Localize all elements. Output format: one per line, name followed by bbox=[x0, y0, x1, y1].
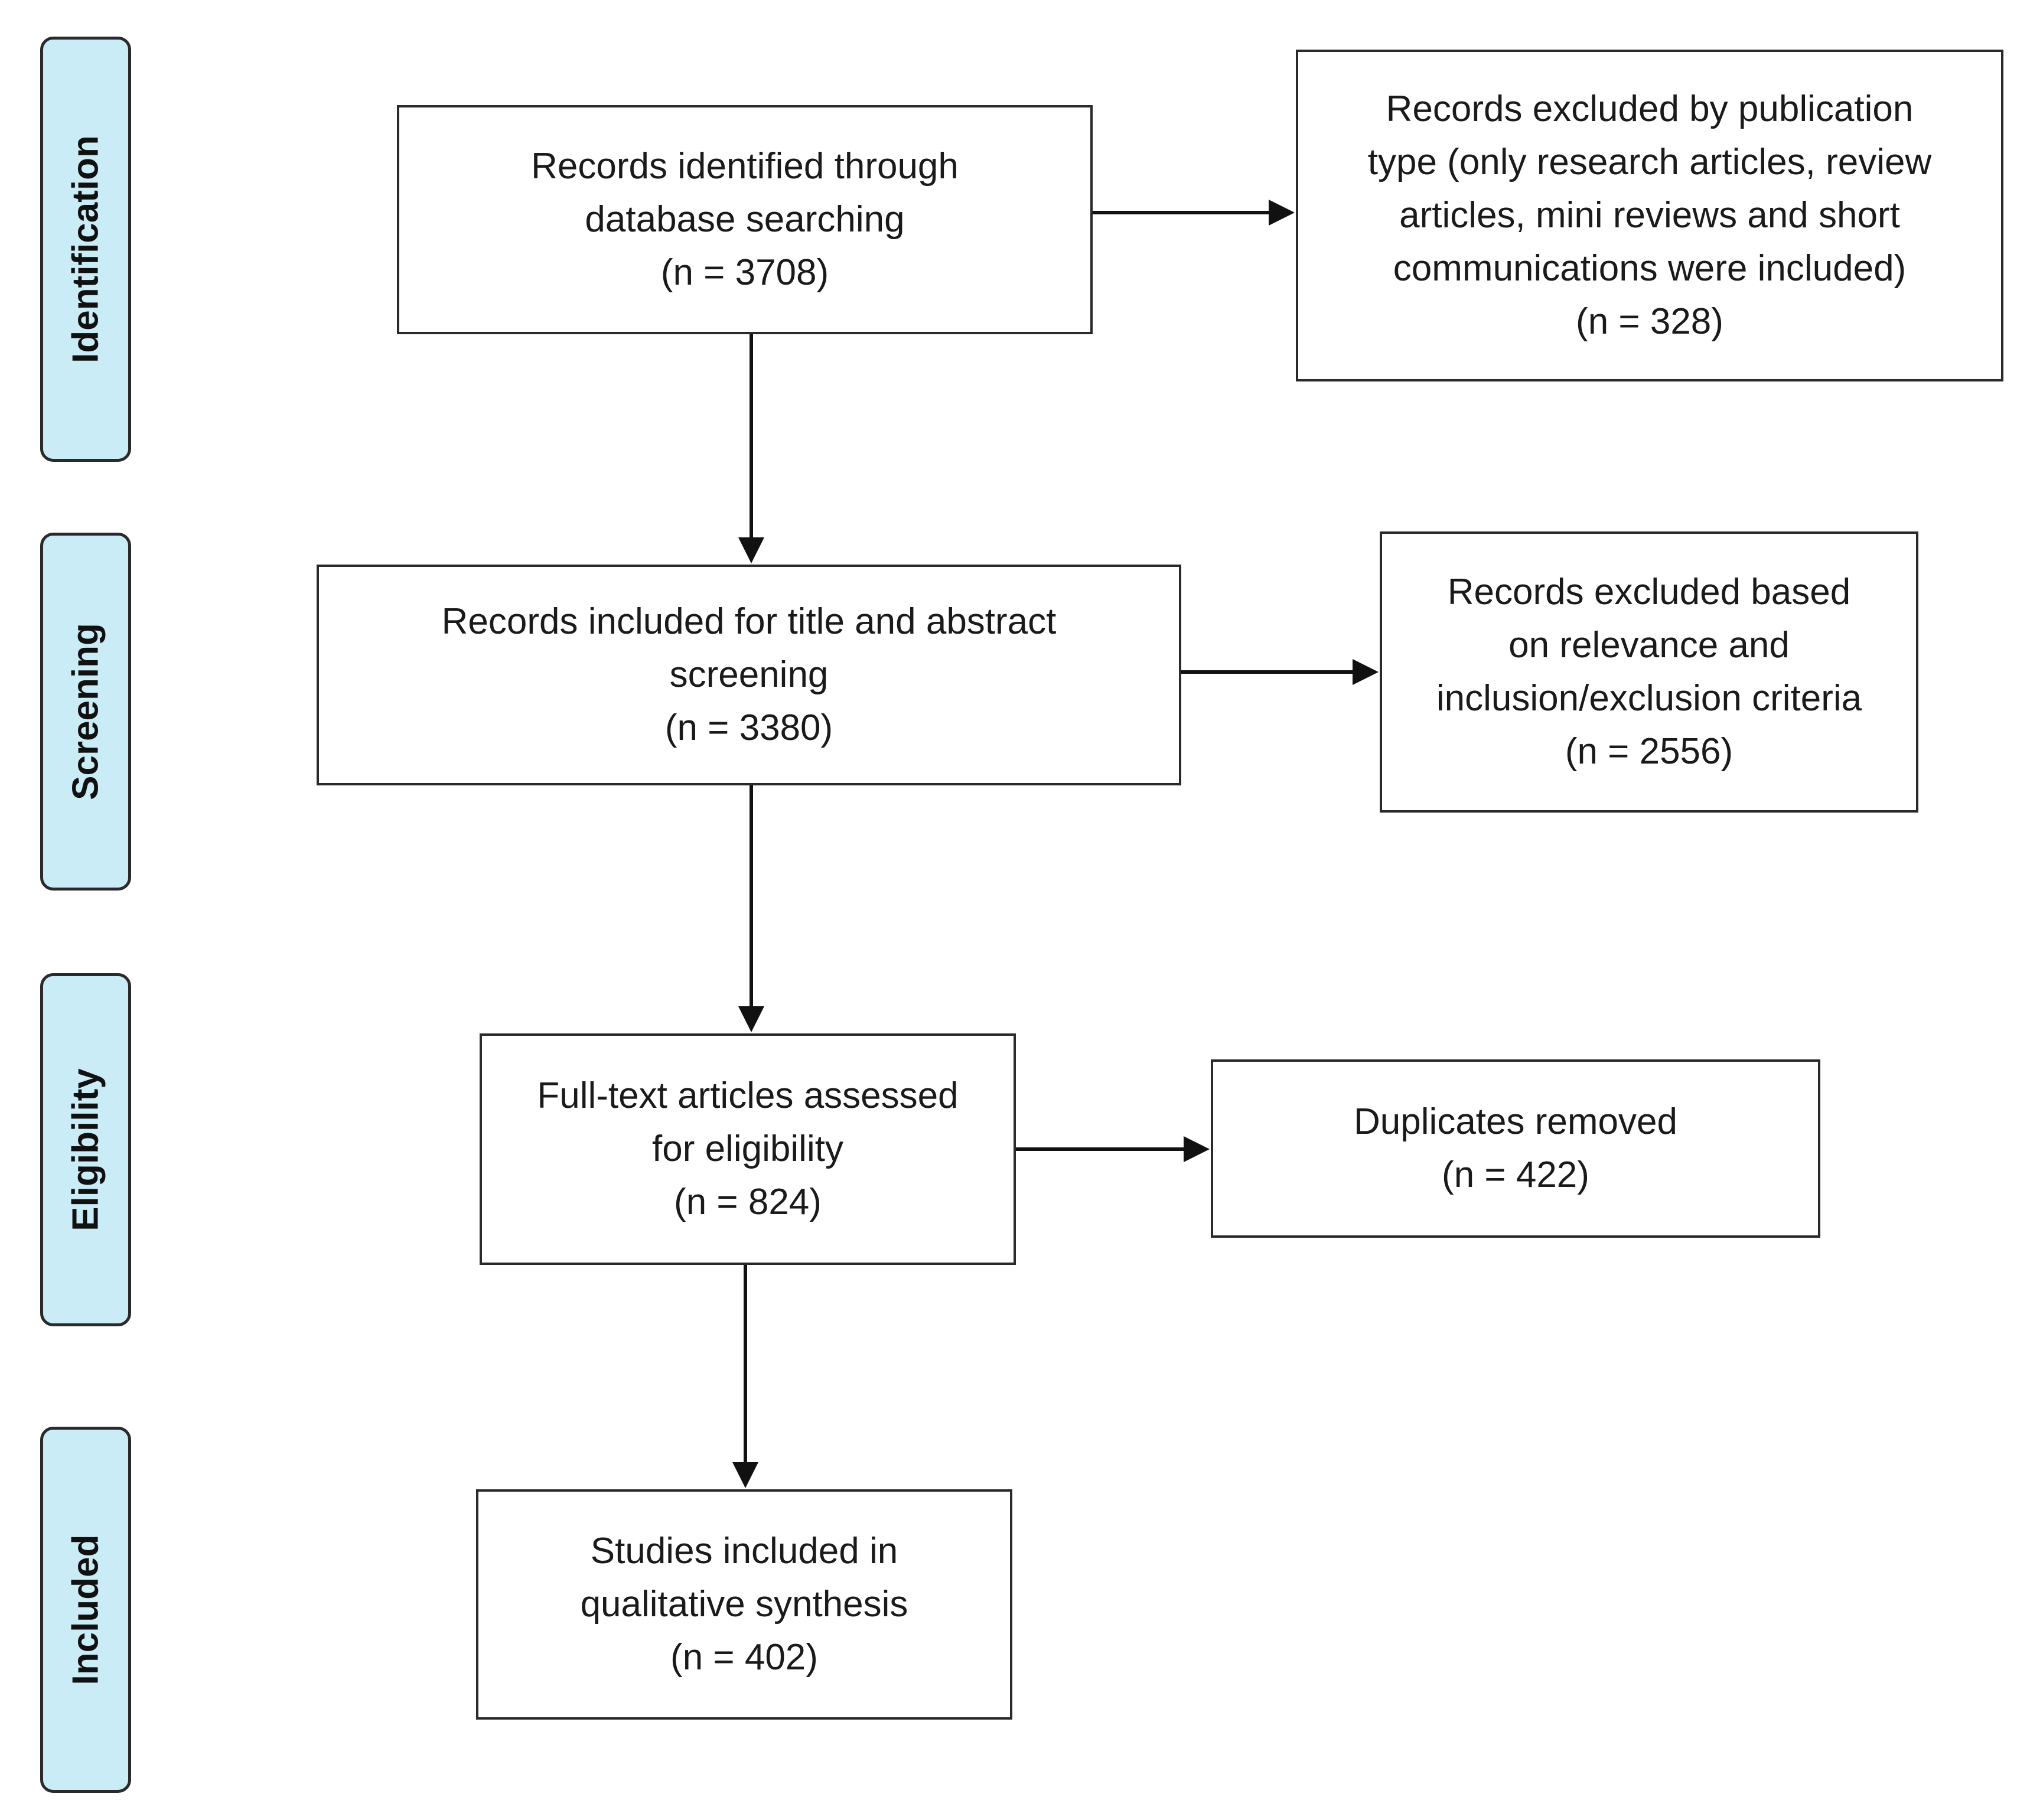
text-line: Full-text articles assessed bbox=[537, 1075, 959, 1116]
box-studies-included: Studies included in qualitative synthesi… bbox=[476, 1489, 1012, 1720]
box-excluded-relevance: Records excluded based on relevance and … bbox=[1380, 531, 1918, 813]
text-line: for eligibility bbox=[652, 1128, 843, 1169]
box-duplicates-removed: Duplicates removed (n = 422) bbox=[1211, 1059, 1820, 1238]
box-fulltext-assessed: Full-text articles assessed for eligibil… bbox=[480, 1033, 1016, 1265]
stage-screening: Screening bbox=[40, 533, 131, 891]
text-line: type (only research articles, review bbox=[1367, 142, 1932, 182]
text-line: screening bbox=[669, 654, 829, 695]
text-line: (n = 3708) bbox=[660, 252, 829, 293]
box-records-screened: Records included for title and abstract … bbox=[317, 565, 1181, 785]
arrowhead bbox=[1353, 659, 1379, 685]
stage-included: Included bbox=[40, 1427, 131, 1793]
text-line: qualitative synthesis bbox=[580, 1584, 908, 1625]
text-line: inclusion/exclusion criteria bbox=[1436, 678, 1862, 719]
text-line: Duplicates removed bbox=[1354, 1101, 1677, 1142]
arrowhead bbox=[1184, 1136, 1210, 1162]
text-line: articles, mini reviews and short bbox=[1399, 195, 1900, 236]
text-line: (n = 328) bbox=[1576, 301, 1723, 342]
arrowhead bbox=[738, 537, 764, 563]
text-line: communications were included) bbox=[1393, 248, 1907, 289]
text-line: Records included for title and abstract bbox=[441, 601, 1057, 642]
text-line: (n = 824) bbox=[674, 1182, 822, 1222]
text-line: database searching bbox=[585, 199, 905, 240]
stage-eligibility: Eligibility bbox=[40, 973, 131, 1326]
box-records-identified: Records identified through database sear… bbox=[397, 105, 1093, 334]
text-line: on relevance and bbox=[1508, 625, 1790, 666]
text-line: Studies included in bbox=[590, 1531, 898, 1571]
text-line: (n = 422) bbox=[1442, 1154, 1589, 1195]
stage-identification: Identification bbox=[40, 37, 131, 462]
text-line: Records excluded based bbox=[1447, 572, 1851, 612]
arrowhead bbox=[738, 1006, 764, 1032]
text-line: (n = 3380) bbox=[664, 707, 833, 748]
text-line: Records excluded by publication bbox=[1386, 89, 1914, 129]
text-line: (n = 2556) bbox=[1565, 731, 1734, 772]
text-line: (n = 402) bbox=[670, 1637, 818, 1678]
text-line: Records identified through bbox=[531, 146, 959, 187]
arrowhead bbox=[1269, 200, 1295, 226]
arrowhead bbox=[732, 1462, 758, 1488]
box-excluded-publication-type: Records excluded by publication type (on… bbox=[1296, 50, 2003, 381]
